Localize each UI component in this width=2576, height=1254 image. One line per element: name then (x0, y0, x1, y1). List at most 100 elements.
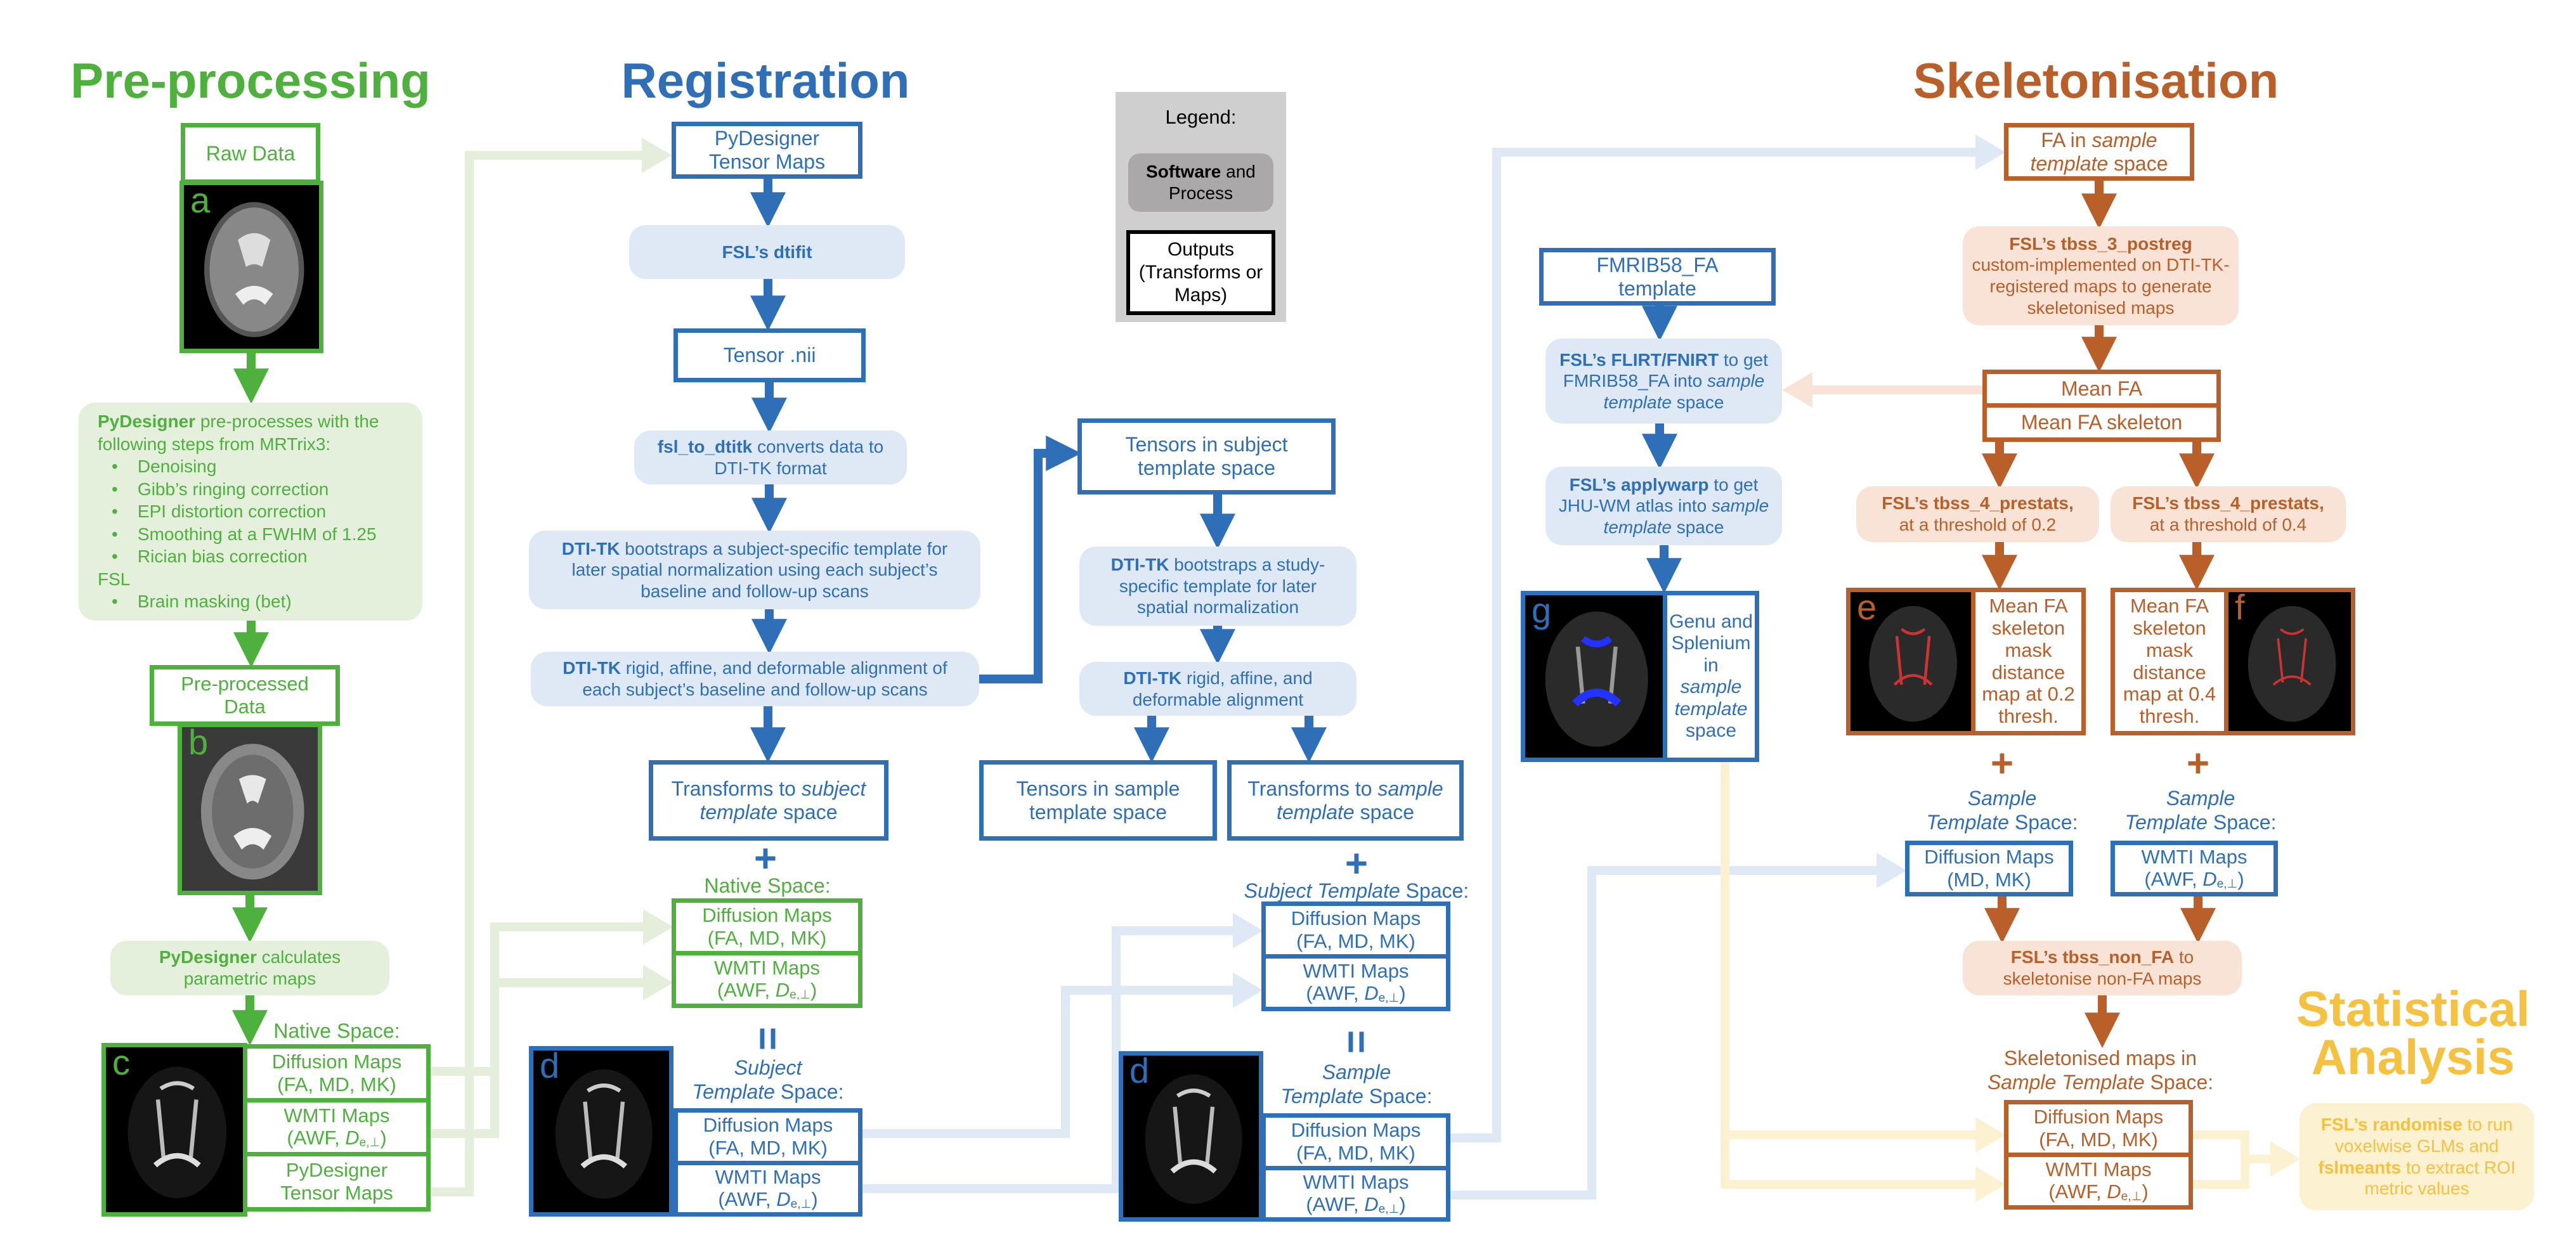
panel-label-g: g (1532, 591, 1552, 630)
step-item: • Denoising (112, 456, 217, 477)
subj-template-wmti-box: WMTI Maps (AWF, De,⊥) (673, 1161, 862, 1217)
raw-data-image-a: a (179, 181, 323, 353)
pydesigner-calc-bold: PyDesigner (159, 947, 257, 967)
fsl-to-dtitk-box: fsl_to_dtitk converts data to DTI-TK for… (634, 430, 907, 484)
fsl-steps-list: • Brain masking (bet) (98, 590, 292, 613)
brain-image-preprocessed (200, 744, 304, 880)
brain-image-sample-template (1145, 1074, 1242, 1204)
sample-template-wmti-box: WMTI Maps (AWF, De,⊥) (1261, 1166, 1450, 1222)
section-title-preprocessing: Pre-processing (70, 53, 431, 108)
legend-output-swatch: Outputs (Transforms or Maps) (1126, 230, 1275, 315)
native-reg-wmti-box: WMTI Maps (AWF, De,⊥) (672, 951, 862, 1008)
mean-fa-box: Mean FA (1982, 370, 2221, 408)
pydesigner-preprocess-box: PyDesigner pre-processes with the follow… (79, 403, 422, 621)
fsl-flirt-fnirt-box: FSL’s FLIRT/FNIRT to get FMRIB58_FA into… (1545, 339, 1782, 423)
sample-diffusion-md-mk-box: Diffusion Maps(MD, MK) (1905, 841, 2073, 896)
brain-image-fa (127, 1066, 227, 1198)
subj-template-diffusion-box-2: Diffusion Maps(FA, MD, MK) (1261, 902, 1450, 959)
fsl-dtifit-box: FSL’s dtifit (629, 225, 905, 279)
step-item: • Smoothing at a FWHM of 1.25 (112, 524, 377, 544)
transforms-sample-template-box: Transforms to sample template space (1227, 760, 1464, 841)
tbss-4-prestats-04-box: FSL’s tbss_4_prestats,at a threshold of … (2111, 486, 2346, 542)
dtitk-align-subject-box: DTI-TK rigid, affine, and deformable ali… (531, 652, 979, 706)
tensors-subject-template-box: Tensors in subject template space (1077, 418, 1336, 494)
brain-image-skeleton-04 (2247, 605, 2336, 722)
panel-label-d: d (540, 1046, 560, 1085)
subject-template-image-d: d (529, 1046, 673, 1217)
native-space-label: Native Space: (273, 1019, 400, 1042)
tensors-sample-template-box: Tensors in sample template space (979, 760, 1217, 841)
preprocessed-data-box: Pre-processed Data (150, 665, 340, 726)
native-wmti-maps-box: WMTI Maps (AWF, De,⊥) (243, 1098, 431, 1156)
pydesigner-label: PyDesigner (98, 411, 196, 432)
panel-label-c: c (112, 1043, 130, 1082)
pydesigner-calculates-box: PyDesigner calculates parametric maps (110, 941, 389, 995)
mean-fa-skeleton-box: Mean FA skeleton (1982, 403, 2221, 442)
legend-process-swatch: Software and Process (1128, 153, 1273, 212)
legend-title: Legend: (1165, 106, 1237, 128)
legend-process-text: and Process (1168, 162, 1256, 203)
skeleton-image-f: f (2224, 588, 2355, 735)
panel-label-f: f (2235, 588, 2245, 627)
skeleton-image-e: e (1846, 588, 1975, 735)
legend-process-bold: Software (1146, 162, 1221, 182)
legend: Legend: Software and Process Outputs (Tr… (1116, 92, 1286, 322)
tbss-4-prestats-02-box: FSL’s tbss_4_prestats,at a threshold of … (1856, 486, 2099, 542)
section-title-statistical-2: Analysis (2311, 1029, 2515, 1085)
pydesigner-calc-text: calculates parametric maps (183, 947, 341, 988)
sample-template-diffusion-box: Diffusion Maps(FA, MD, MK) (1261, 1113, 1450, 1170)
tbss-non-fa-box: FSL’s tbss_non_FA to skeletonise non-FA … (1963, 941, 2242, 995)
plus-icon: + (2186, 742, 2210, 785)
panel-label-e: e (1857, 588, 1877, 627)
tensor-nii-box: Tensor .nii (673, 328, 866, 382)
equals-icon: = (745, 1026, 791, 1051)
native-space-label-reg: Native Space: (704, 874, 831, 897)
registration-light-connectors (862, 134, 2006, 1199)
subject-template-space-label: Subject Template Space: (1244, 879, 1469, 902)
subj-template-diffusion-box: Diffusion Maps(FA, MD, MK) (673, 1108, 862, 1165)
dtitk-bootstrap-study-box: DTI-TK bootstraps a study-specific templ… (1079, 546, 1356, 626)
panel-label-d2: d (1129, 1051, 1150, 1090)
mean-fa-stack: Mean FA Mean FA skeleton (1982, 370, 2221, 442)
native-reg-diffusion-box: Diffusion Maps(FA, MD, MK) (672, 898, 862, 955)
step-item: • Brain masking (bet) (112, 591, 292, 612)
tbss-3-postreg-box: FSL’s tbss_3_postreg custom-implemented … (1963, 226, 2239, 325)
panel-label-a: a (190, 181, 211, 220)
step-item: • Gibb’s ringing correction (112, 479, 329, 499)
equals-icon: = (1334, 1030, 1380, 1054)
pydesigner-intro: pre-processes with the following steps f… (98, 411, 379, 454)
transforms-subject-template-box: Transforms to subject template space (649, 760, 888, 841)
skel-wmti-maps-box: WMTI Maps (AWF, De,⊥) (2004, 1153, 2193, 1210)
section-title-registration: Registration (621, 53, 910, 108)
section-title-skeletonisation: Skeletonisation (1913, 53, 2279, 108)
sample-template-stack: Diffusion Maps(FA, MD, MK) WMTI Maps (AW… (1261, 1113, 1450, 1222)
sample-wmti-box: WMTI Maps (AWF, De,⊥) (2111, 841, 2278, 896)
fa-sample-template-box: FA in sample template space (2004, 123, 2194, 181)
subj-template-wmti-box-2: WMTI Maps (AWF, De,⊥) (1261, 954, 1450, 1011)
sample-template-image-d: d (1119, 1051, 1263, 1222)
plus-icon: + (1990, 742, 2014, 785)
step-item: • Rician bias correction (112, 546, 308, 567)
native-maps-image-c: c (101, 1043, 247, 1217)
skel-diffusion-maps-box: Diffusion Maps(FA, MD, MK) (2004, 1100, 2193, 1157)
brain-image-subject-template (555, 1069, 653, 1199)
panel-label-b: b (188, 723, 209, 762)
skeletonised-maps-stack: Diffusion Maps(FA, MD, MK) WMTI Maps (AW… (2004, 1100, 2193, 1210)
brain-image-genu-splenium (1545, 611, 1648, 747)
plus-icon: + (753, 837, 777, 881)
native-diffusion-maps-box: Diffusion Maps(FA, MD, MK) (243, 1044, 431, 1102)
dtitk-bootstrap-subject-box: DTI-TK bootstraps a subject-specific tem… (529, 531, 980, 609)
brain-image-raw (204, 202, 304, 337)
subject-template-stack: Diffusion Maps(FA, MD, MK) WMTI Maps (AW… (673, 1108, 862, 1217)
